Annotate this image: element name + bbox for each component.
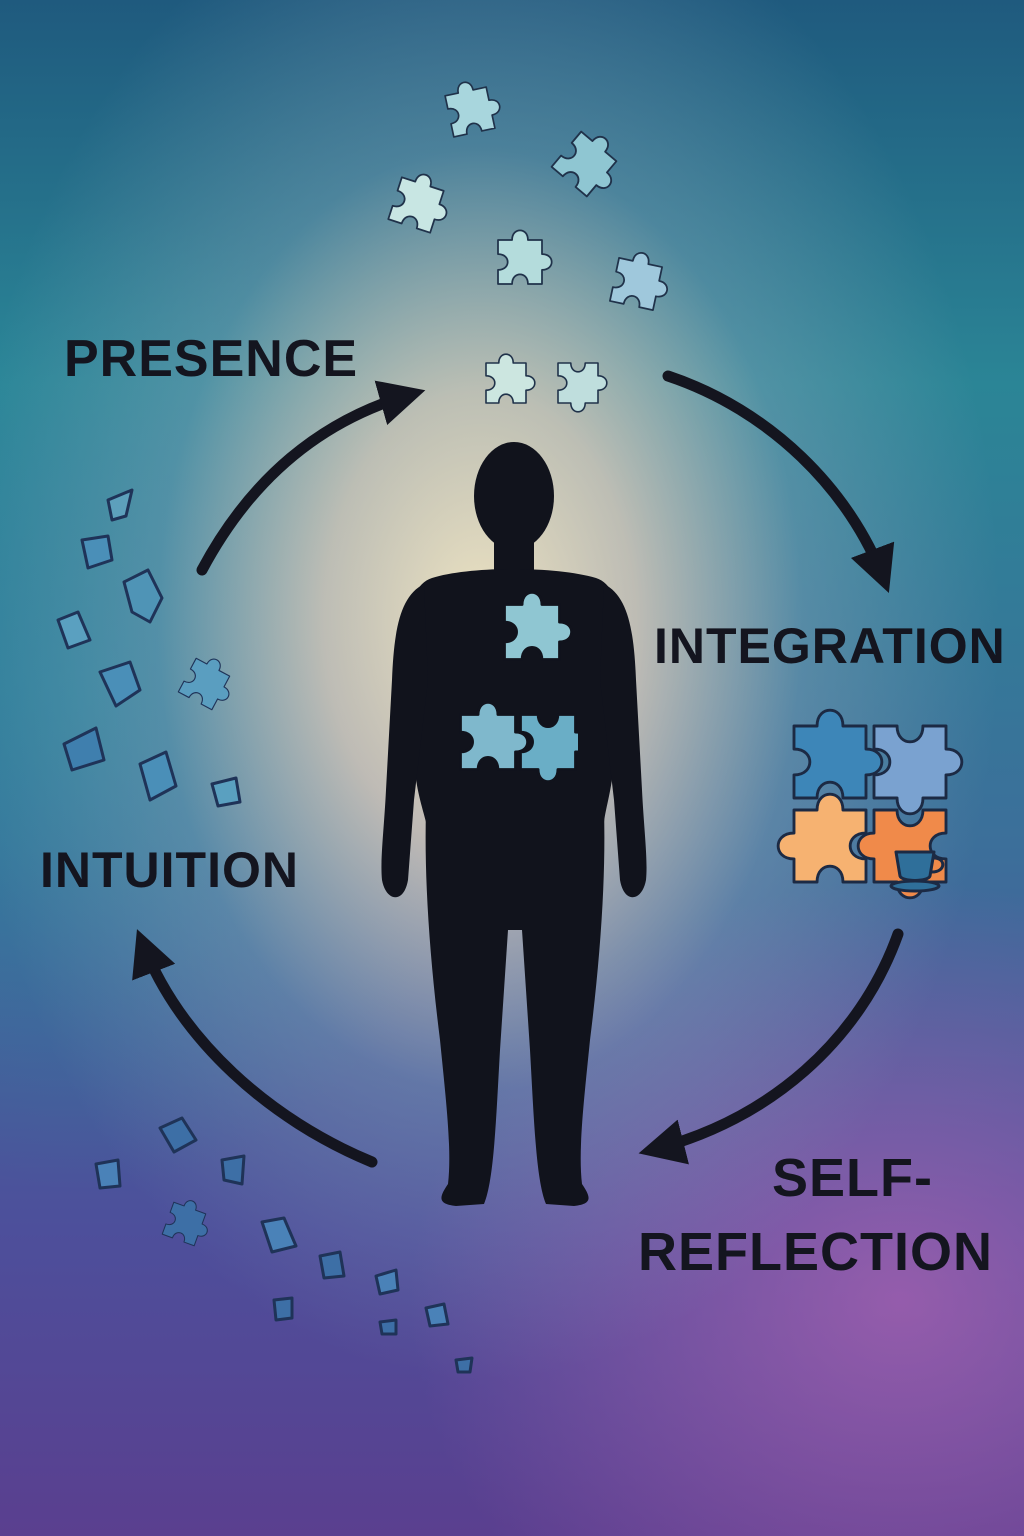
arrow-intuition-to-presence	[196, 380, 426, 576]
silhouette-head	[474, 442, 554, 550]
fragment-shape	[80, 534, 114, 570]
fragment-shape	[260, 1216, 298, 1254]
label-integration: INTEGRATION	[654, 618, 1006, 674]
integration-puzzle-icon	[776, 708, 964, 900]
left-fragments	[56, 488, 242, 808]
puzzle-piece-icon	[387, 167, 457, 237]
arrow-integration-to-reflection	[638, 928, 904, 1165]
fragment-shape	[220, 1154, 246, 1186]
fragment-shape	[122, 568, 164, 624]
puzzle-piece-icon	[177, 650, 242, 715]
puzzle-piece-icon	[485, 353, 536, 404]
silhouette-legs	[425, 810, 605, 1206]
arrow-presence-to-integration	[662, 370, 895, 593]
puzzle-piece-icon	[550, 122, 632, 204]
fragment-shape	[56, 610, 92, 650]
fragment-shape	[94, 1158, 122, 1190]
fragment-shape	[318, 1250, 346, 1280]
fragment-shape	[424, 1302, 450, 1328]
puzzle-piece-icon	[792, 708, 884, 800]
puzzle-piece-icon	[609, 247, 675, 313]
coffee-cup-icon	[889, 850, 945, 893]
puzzle-piece-icon	[442, 75, 505, 138]
bottom-fragments	[94, 1116, 474, 1374]
puzzle-piece-icon	[872, 724, 964, 816]
fragment-shape	[210, 776, 242, 808]
puzzle-piece-icon	[497, 229, 553, 285]
fragment-shape	[158, 1116, 198, 1154]
label-self-reflection-line1: SELF-	[772, 1148, 933, 1208]
arrow-reflection-to-intuition	[132, 929, 378, 1168]
fragment-shape	[454, 1356, 474, 1374]
puzzle-piece-icon	[557, 362, 608, 413]
fragment-shape	[374, 1268, 400, 1296]
floating-puzzle-pieces	[387, 75, 675, 413]
silhouette-right-arm	[600, 584, 647, 898]
label-self-reflection-line2: REFLECTION	[638, 1222, 993, 1282]
puzzle-piece-icon	[776, 792, 868, 884]
label-presence: PRESENCE	[64, 330, 359, 388]
silhouette-left-arm	[381, 584, 428, 898]
fragment-shape	[106, 488, 134, 522]
cycle-arrows	[132, 370, 904, 1168]
fragment-shape	[378, 1318, 398, 1336]
fragment-shape	[98, 660, 142, 708]
label-intuition: INTUITION	[40, 842, 299, 898]
fragment-shape	[62, 726, 106, 772]
fragment-shape	[138, 750, 178, 802]
fragment-shape	[272, 1296, 294, 1322]
human-silhouette	[381, 442, 647, 1206]
puzzle-piece-icon	[161, 1194, 216, 1249]
